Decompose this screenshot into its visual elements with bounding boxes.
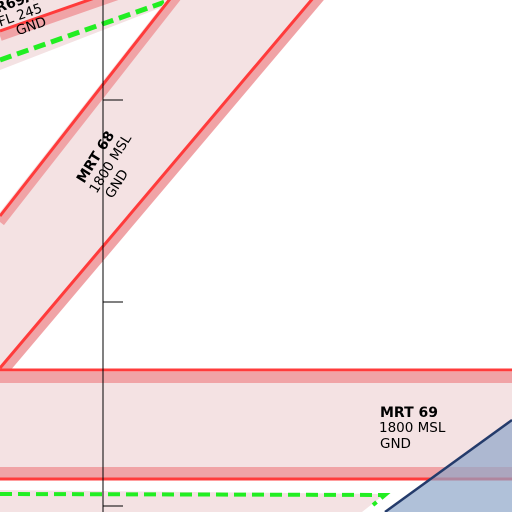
airspace-mrt-69[interactable] bbox=[0, 368, 512, 481]
airspace-mrt-69-halo-top bbox=[0, 372, 512, 383]
airspace-mrt-69-fill bbox=[0, 370, 512, 477]
airspace-r69a-border bbox=[0, 0, 94, 33]
airspace-r69a[interactable] bbox=[0, 0, 232, 70]
label-r69a: R69A FL 245 GND bbox=[0, 0, 48, 39]
label-mrt-69-lower: GND bbox=[380, 436, 411, 452]
airspace-mrt-69-halo-bottom bbox=[0, 467, 512, 478]
airspace-mrt-68-border-right bbox=[0, 0, 314, 369]
airspace-mrt-68-border-left bbox=[0, 0, 172, 217]
airspace-mrt-68-halo-right bbox=[0, 0, 324, 379]
label-mrt-69-name: MRT 69 bbox=[380, 405, 438, 421]
boundary-bottom-dash bbox=[0, 492, 391, 507]
airspace-r69a-halo bbox=[0, 0, 119, 41]
boundary-line-r69a bbox=[0, 0, 179, 63]
route-corridor-edge bbox=[384, 418, 512, 512]
label-mrt-69-upper: 1800 MSL bbox=[379, 420, 446, 436]
boundary-bottom bbox=[0, 490, 391, 512]
label-mrt-69: MRT 69 1800 MSL GND bbox=[379, 405, 446, 452]
meridian-line bbox=[102, 0, 123, 512]
route-corridor[interactable] bbox=[384, 418, 512, 512]
airspace-mrt-68[interactable] bbox=[0, 0, 337, 379]
airspace-mrt-68-halo-left bbox=[0, 0, 181, 226]
